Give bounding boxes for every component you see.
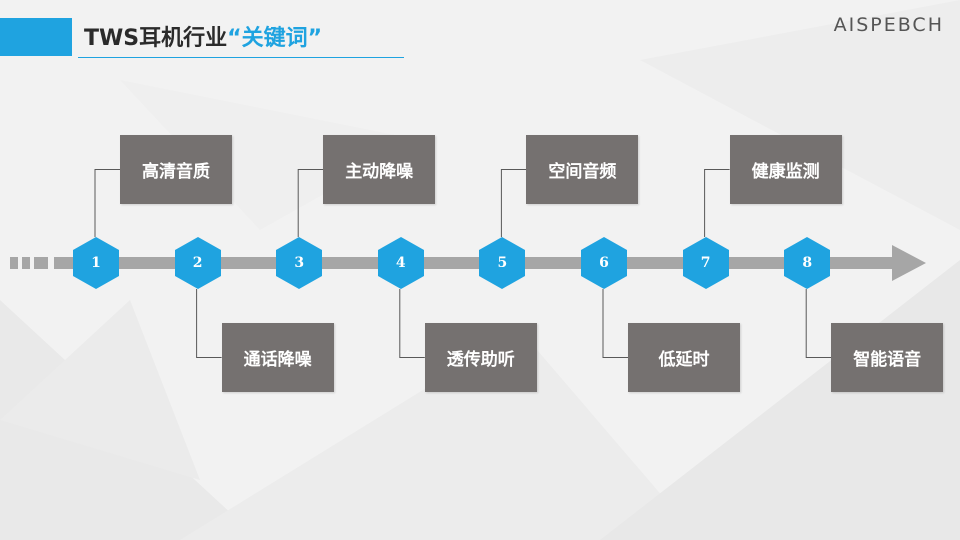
node-number: 4 [395,255,406,271]
connector-8 [805,289,832,358]
header-underline [78,57,404,58]
keyword-box-1: 高清音质 [120,135,232,204]
node-number: 2 [192,255,203,271]
connector-2 [196,289,222,358]
keyword-label: 健康监测 [751,162,820,182]
title-highlight: “关键词” [227,26,323,51]
node-number: 8 [802,255,813,271]
timeline-node-3: 3 [276,237,323,289]
arrow-dash-2 [22,257,30,269]
node-number: 6 [599,255,609,271]
node-number: 3 [294,255,305,271]
hexagon-shape [784,237,831,289]
keyword-label: 高清音质 [142,162,210,182]
arrow-dash-3 [34,257,48,269]
hexagon-shape [73,237,119,289]
keyword-box-8: 智能语音 [831,323,944,392]
connector-5 [500,169,527,237]
node-number: 7 [700,255,711,271]
page-title: TWS耳机行业“关键词” [84,22,322,56]
keyword-box-6: 低延时 [628,323,740,392]
connector-1 [94,169,120,237]
header-accent-bar [0,18,72,56]
keyword-label: 主动降噪 [345,162,414,182]
keyword-label: 通话降噪 [243,350,312,370]
keyword-box-3: 主动降噪 [323,135,436,204]
hexagon-shape [377,237,424,289]
company-logo: AISPEBCH [833,14,944,36]
hexagon-shape [276,237,323,289]
arrow-head [892,245,926,281]
timeline-node-7: 7 [682,237,729,289]
keyword-label: 透传助听 [446,350,515,370]
keyword-box-5: 空间音频 [526,135,639,204]
connector-3 [297,169,324,237]
timeline-node-5: 5 [479,237,526,289]
timeline-node-1: 1 [73,237,119,289]
keyword-box-4: 透传助听 [424,323,537,392]
hexagon-shape [174,237,221,289]
title-prefix: TWS耳机行业 [84,26,228,51]
timeline-node-4: 4 [377,237,424,289]
keyword-label: 智能语音 [853,350,922,370]
arrow-dash-1 [10,257,18,269]
timeline-node-2: 2 [174,237,221,289]
keyword-label: 空间音频 [548,162,617,182]
connector-6 [602,289,628,358]
connector-4 [399,289,425,358]
hexagon-shape [581,237,627,289]
keyword-label: 低延时 [658,350,710,370]
connector-7 [704,169,730,237]
node-number: 1 [91,255,101,271]
hexagon-shape [479,237,526,289]
connector-lines [94,169,832,358]
timeline-node-6: 6 [581,237,627,289]
timeline-node-8: 8 [784,237,831,289]
keyword-box-2: 通话降噪 [221,323,334,392]
hexagon-shape [682,237,729,289]
node-number: 5 [497,255,508,271]
keyword-box-7: 健康监测 [729,135,842,204]
